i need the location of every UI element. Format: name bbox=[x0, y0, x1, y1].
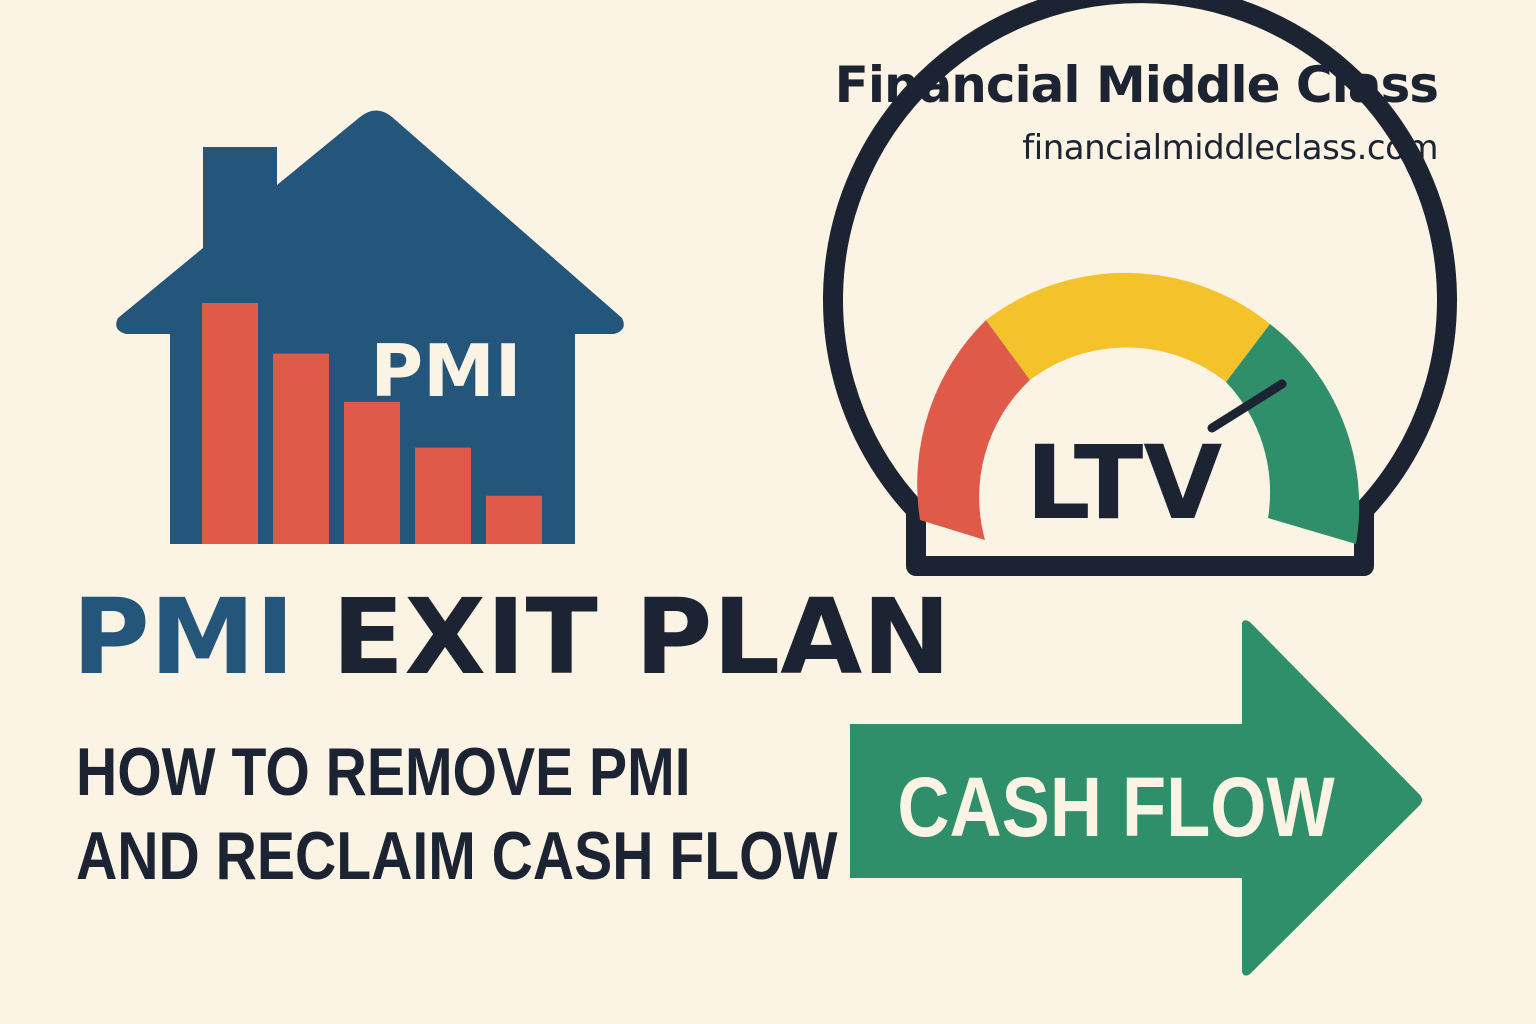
gauge-needle bbox=[1207, 379, 1287, 433]
house-bar bbox=[486, 495, 542, 544]
title-part-exit-plan: EXIT PLAN bbox=[331, 576, 951, 698]
title-part-pmi: PMI bbox=[72, 576, 295, 698]
house-label: PMI bbox=[370, 329, 521, 413]
house-icon: PMI bbox=[116, 110, 624, 544]
bar-chart-icon bbox=[202, 303, 542, 544]
subtitle: HOW TO REMOVE PMI AND RECLAIM CASH FLOW bbox=[76, 730, 838, 898]
house-bar bbox=[273, 353, 329, 544]
gauge-icon: LTV bbox=[823, 0, 1457, 576]
house-bar bbox=[415, 447, 471, 544]
subtitle-line-2: AND RECLAIM CASH FLOW bbox=[76, 818, 838, 894]
subtitle-line-1: HOW TO REMOVE PMI bbox=[76, 734, 691, 810]
gauge-label: LTV bbox=[1026, 424, 1223, 543]
page-title: PMI EXIT PLAN bbox=[72, 585, 951, 689]
brand-block: Financial Middle Class financialmiddlecl… bbox=[834, 56, 1439, 168]
arrow-right-icon: CASH FLOW bbox=[850, 620, 1422, 976]
brand-name: Financial Middle Class bbox=[834, 56, 1439, 114]
house-bar bbox=[202, 303, 258, 544]
house-bar bbox=[344, 401, 400, 544]
arrow-label: CASH FLOW bbox=[897, 760, 1334, 854]
brand-url: financialmiddleclass.com bbox=[1022, 128, 1438, 168]
